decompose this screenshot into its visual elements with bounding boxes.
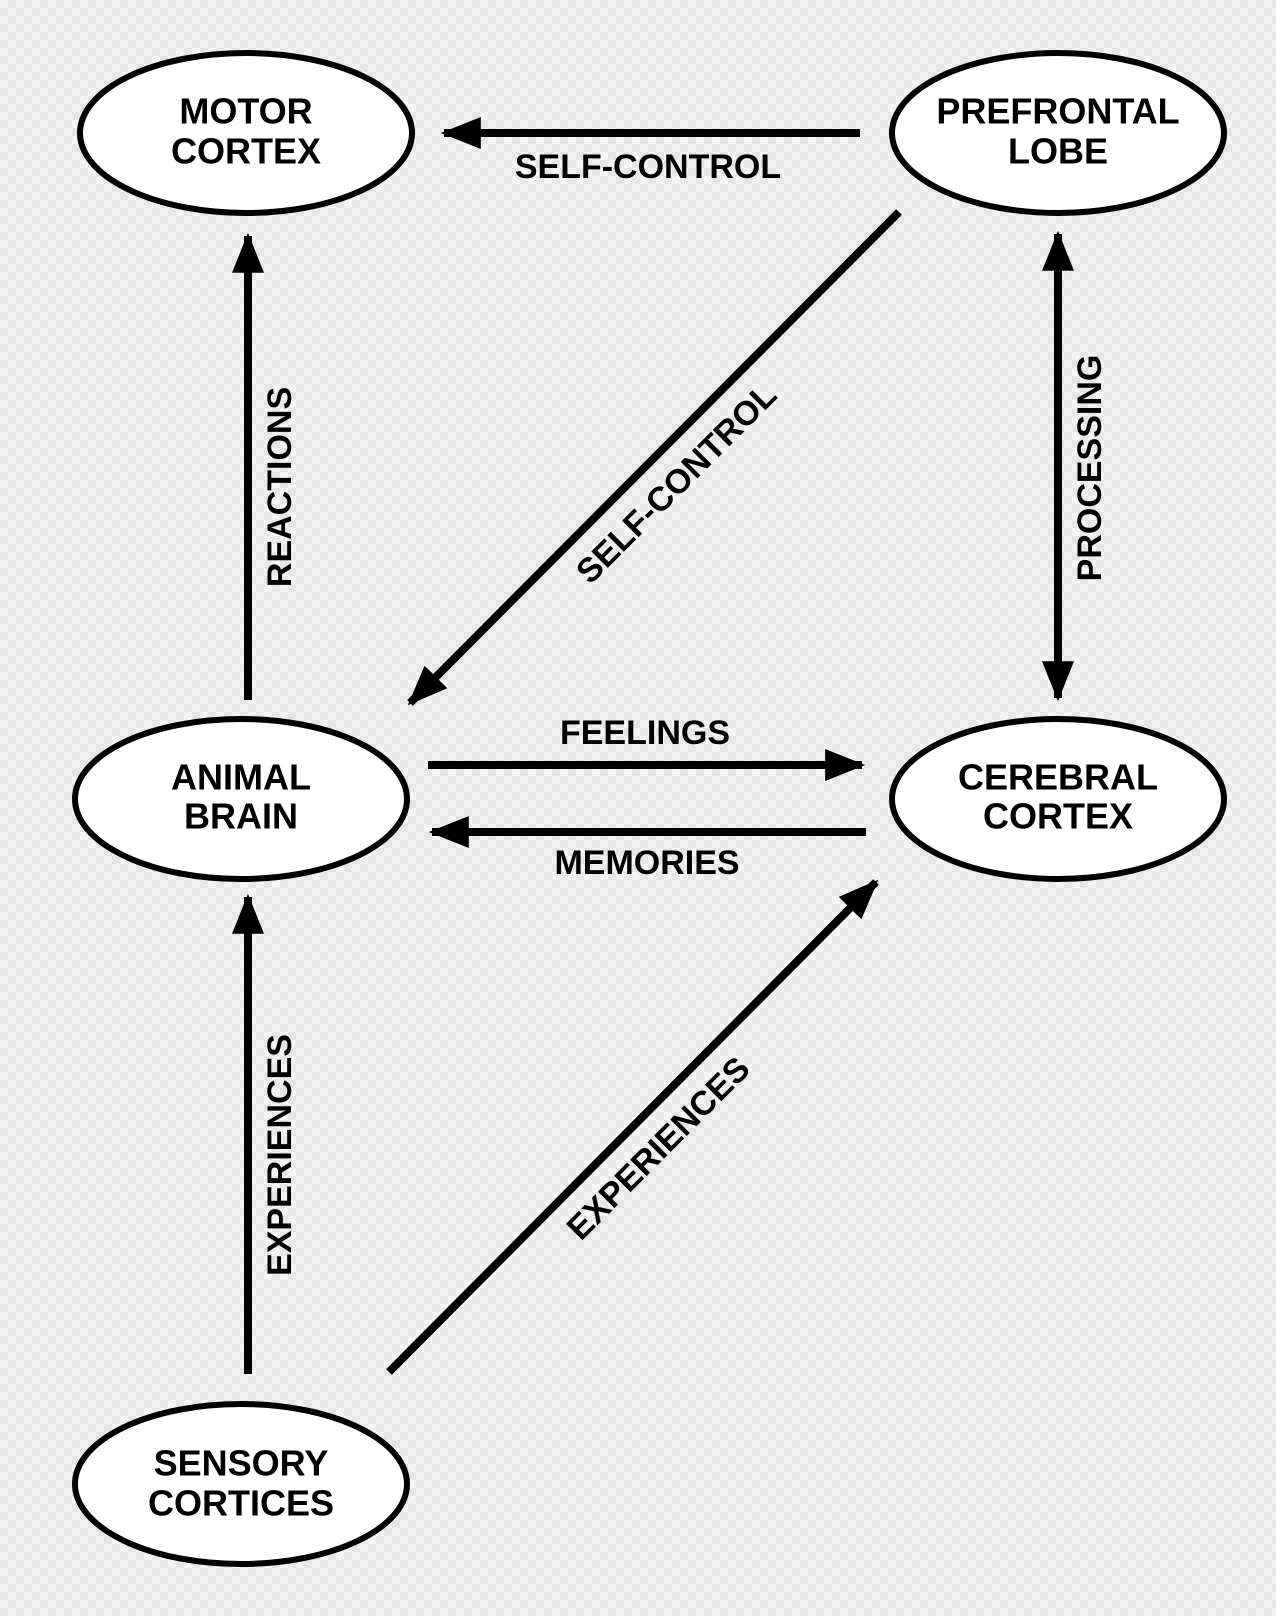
arrow-sensory-to-cerebral [386,879,879,1375]
edge-label-experiences-diagonal: EXPERIENCES [560,1050,758,1248]
node-motor-cortex-line2: CORTEX [171,131,321,172]
node-animal-brain-shape [72,716,410,882]
node-sensory-cortices: SENSORY CORTICES [72,1401,410,1567]
edge-label-feelings: FEELINGS [560,714,730,752]
edge-prefrontal-to-animal: SELF-CONTROL [407,209,902,706]
node-prefrontal-lobe: PREFRONTAL LOBE [889,50,1227,216]
node-motor-cortex-shape [77,50,415,216]
node-motor-cortex-line1: MOTOR [179,91,312,132]
node-cerebral-cortex-line2: CORTEX [983,796,1133,837]
edge-label-self-control-diagonal: SELF-CONTROL [569,376,784,591]
edge-sensory-to-animal: EXPERIENCES [232,893,299,1374]
node-prefrontal-lobe-shape [889,50,1227,216]
edge-animal-to-motor: REACTIONS [232,232,299,700]
edge-label-reactions: REACTIONS [261,387,299,587]
node-cerebral-cortex-shape [889,716,1227,882]
node-prefrontal-lobe-line1: PREFRONTAL [936,91,1179,132]
node-sensory-cortices-line1: SENSORY [154,1443,329,1484]
edge-prefrontal-to-motor: SELF-CONTROL [440,117,860,186]
node-sensory-cortices-shape [72,1401,410,1567]
edge-label-experiences-vertical: EXPERIENCES [261,1034,299,1276]
node-prefrontal-lobe-line2: LOBE [1008,131,1108,172]
edge-animal-to-cerebral: FEELINGS [428,714,866,781]
edge-prefrontal-cerebral: PROCESSING [1042,230,1109,702]
edge-sensory-to-cerebral: EXPERIENCES [386,879,879,1375]
node-animal-brain-line1: ANIMAL [171,757,311,798]
edge-label-processing: PROCESSING [1071,355,1109,582]
node-cerebral-cortex-line1: CEREBRAL [958,757,1158,798]
node-animal-brain-line2: BRAIN [184,796,298,837]
edge-cerebral-to-animal: MEMORIES [428,816,866,882]
edge-label-memories: MEMORIES [554,844,739,882]
node-animal-brain: ANIMAL BRAIN [72,716,410,882]
edge-label-self-control-top: SELF-CONTROL [515,148,781,186]
node-cerebral-cortex: CEREBRAL CORTEX [889,716,1227,882]
arrow-prefrontal-to-animal [407,209,902,706]
node-motor-cortex: MOTOR CORTEX [77,50,415,216]
node-sensory-cortices-line2: CORTICES [148,1483,334,1524]
